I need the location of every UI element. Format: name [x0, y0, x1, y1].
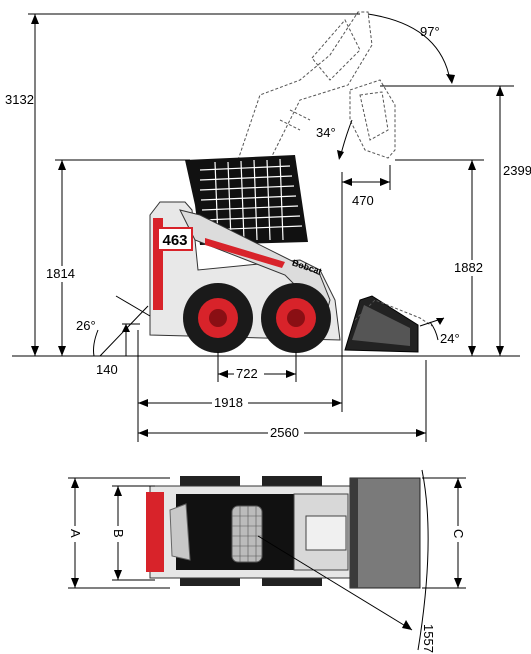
- dim-1918: 1918: [137, 330, 343, 412]
- dim-turning-radius: 1557: [257, 469, 436, 653]
- dim-angle-26: 26°: [76, 295, 151, 357]
- dim-470: 470: [341, 165, 391, 356]
- model-badge: 463: [162, 232, 187, 249]
- side-view: 463 Bobcat 3132: [2, 11, 531, 442]
- dim-2560: 2560: [137, 360, 427, 442]
- rear-red-panel: [153, 218, 163, 310]
- top-engine-cover: [169, 503, 191, 561]
- dim-label-3132: 3132: [5, 92, 34, 107]
- dim-label-b: B: [111, 529, 126, 538]
- dim-label-a: A: [68, 529, 83, 538]
- dim-label-1882: 1882: [454, 260, 483, 275]
- dim-angle-34: 34°: [316, 119, 353, 160]
- dim-label-97: 97°: [420, 24, 440, 39]
- dim-label-2399: 2399: [503, 163, 531, 178]
- dim-label-2560: 2560: [270, 425, 299, 440]
- dim-label-34: 34°: [316, 125, 336, 140]
- dim-2399: 2399: [380, 85, 531, 356]
- dim-angle-97: 97°: [367, 13, 455, 84]
- bucket-rollback-outline: [354, 299, 433, 327]
- dim-label-1814: 1814: [46, 266, 75, 281]
- top-roof-grid: [231, 505, 263, 563]
- dim-1814: 1814: [44, 159, 190, 356]
- dim-label-470: 470: [352, 193, 374, 208]
- dim-label-722: 722: [236, 366, 258, 381]
- raised-boom-outline: [237, 11, 396, 161]
- dim-width-c: C: [422, 477, 466, 589]
- dim-label-26: 26°: [76, 318, 96, 333]
- top-bucket-lip: [350, 478, 358, 588]
- dim-width-a: A: [68, 477, 170, 589]
- dim-1882: 1882: [395, 159, 486, 356]
- dim-3132: 3132: [2, 13, 360, 356]
- wheel-front: [261, 283, 331, 353]
- dim-722: 722: [217, 352, 297, 382]
- dim-label-1918: 1918: [214, 395, 243, 410]
- wheel-rear: [183, 283, 253, 353]
- top-attachment-plate: [305, 515, 347, 551]
- dim-140: 140: [96, 323, 140, 377]
- dim-label-140: 140: [96, 362, 118, 377]
- top-bucket: [349, 477, 421, 589]
- dim-label-c: C: [451, 529, 466, 538]
- dim-angle-24: 24°: [419, 317, 460, 346]
- top-rear-red-panel: [146, 492, 164, 572]
- top-view: A B C 1557: [68, 469, 466, 653]
- dim-width-b: B: [111, 485, 155, 581]
- dim-label-24: 24°: [440, 331, 460, 346]
- dim-label-1557: 1557: [421, 624, 436, 653]
- bucket: [344, 295, 419, 353]
